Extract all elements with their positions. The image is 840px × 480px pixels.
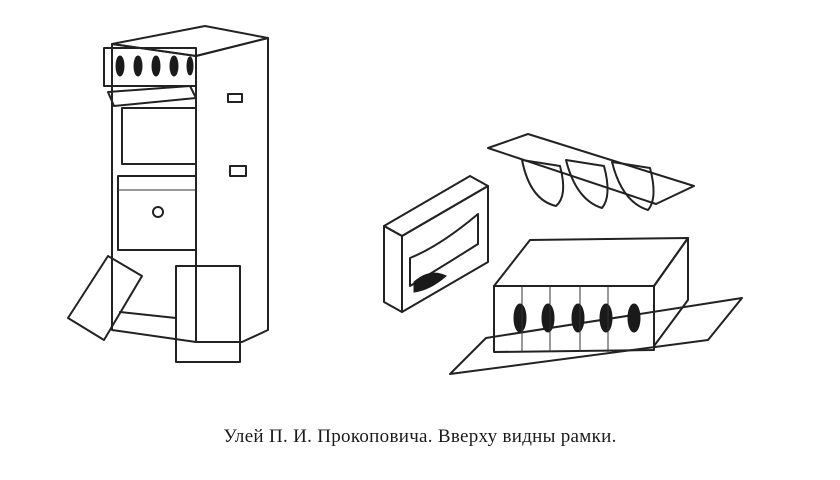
body-side <box>653 237 689 347</box>
frame-body <box>449 237 743 375</box>
top-frame-strip <box>103 47 197 87</box>
slatted-window <box>121 107 197 165</box>
comb <box>611 161 655 211</box>
figure-caption: Улей П. И. Прокоповича. Вверху видны рам… <box>223 426 617 447</box>
front-board <box>175 265 241 363</box>
comb <box>565 159 609 209</box>
lid-board <box>487 133 695 205</box>
frame-lid <box>487 133 695 211</box>
hive-drawer <box>117 175 197 251</box>
roof-flap <box>107 85 197 107</box>
body-front <box>493 285 655 353</box>
comb <box>521 159 565 207</box>
hive-cabinet <box>67 25 269 363</box>
frame-notches <box>115 55 194 77</box>
frame-ends <box>513 303 641 333</box>
hive-side-wall <box>195 37 269 343</box>
side-latch <box>227 93 243 103</box>
drawer-knob <box>152 206 164 218</box>
single-frame <box>383 175 489 313</box>
leaning-board <box>67 255 143 341</box>
side-latch <box>229 165 247 177</box>
hive-roof <box>111 25 269 57</box>
hive-front <box>111 43 197 343</box>
